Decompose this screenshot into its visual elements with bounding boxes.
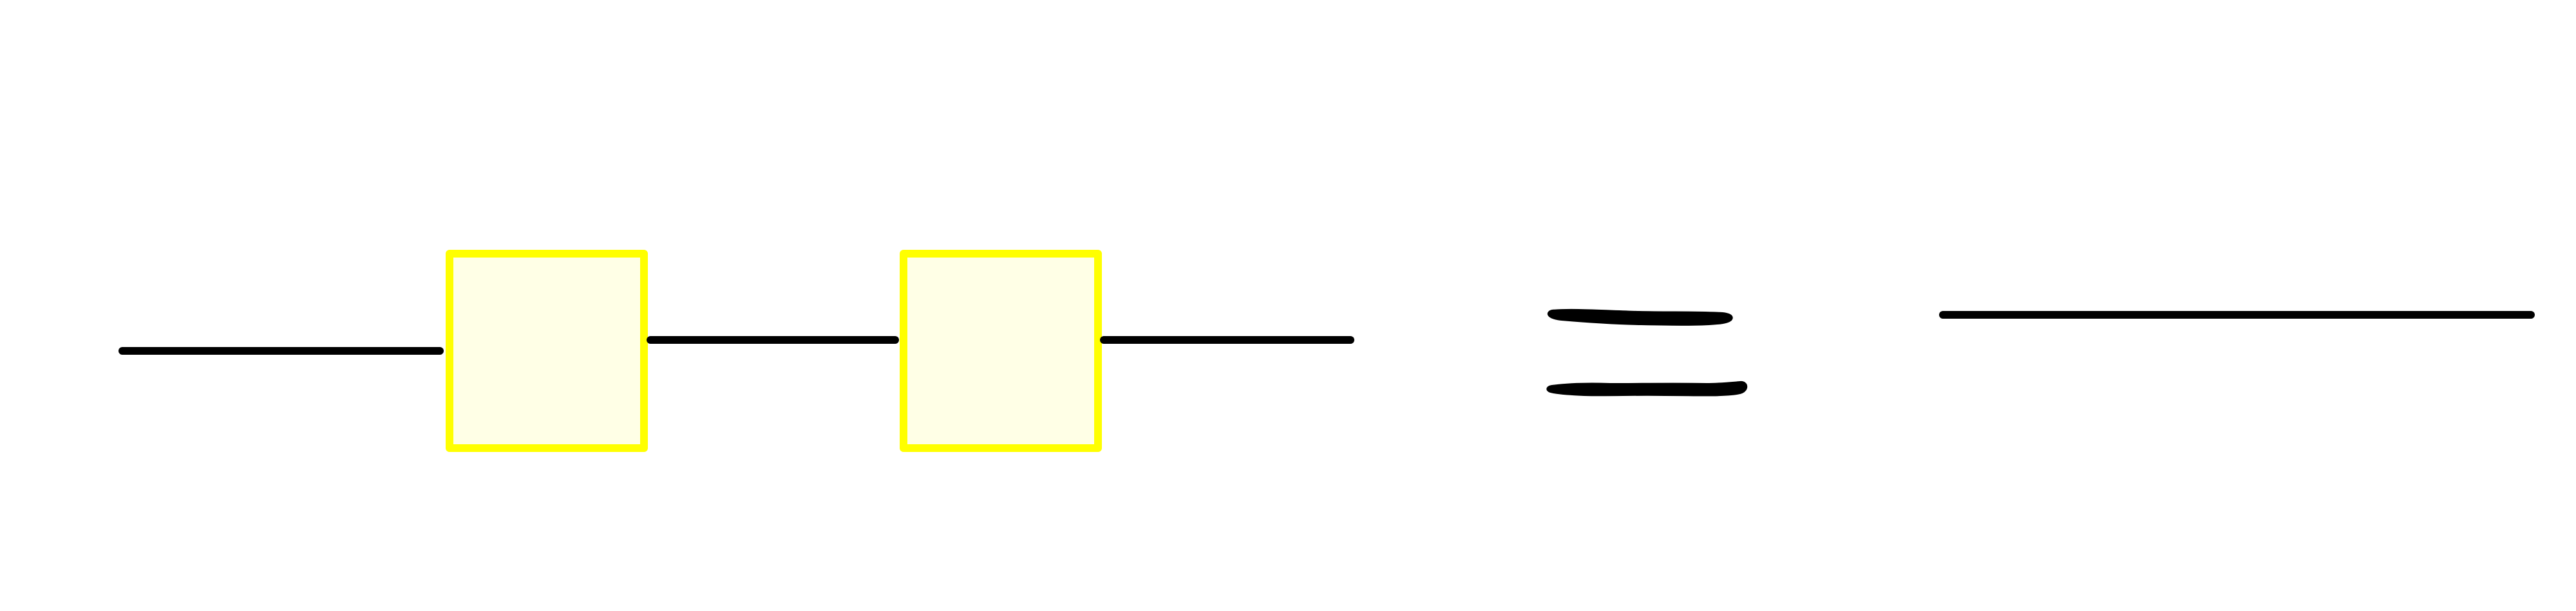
equals-bottom-bar [1546, 381, 1748, 397]
box-1 [446, 250, 648, 452]
equals-top-bar [1547, 308, 1733, 326]
box-2 [900, 250, 1102, 452]
equals-sign [1546, 308, 1748, 397]
left-hand-side [118, 250, 1354, 452]
